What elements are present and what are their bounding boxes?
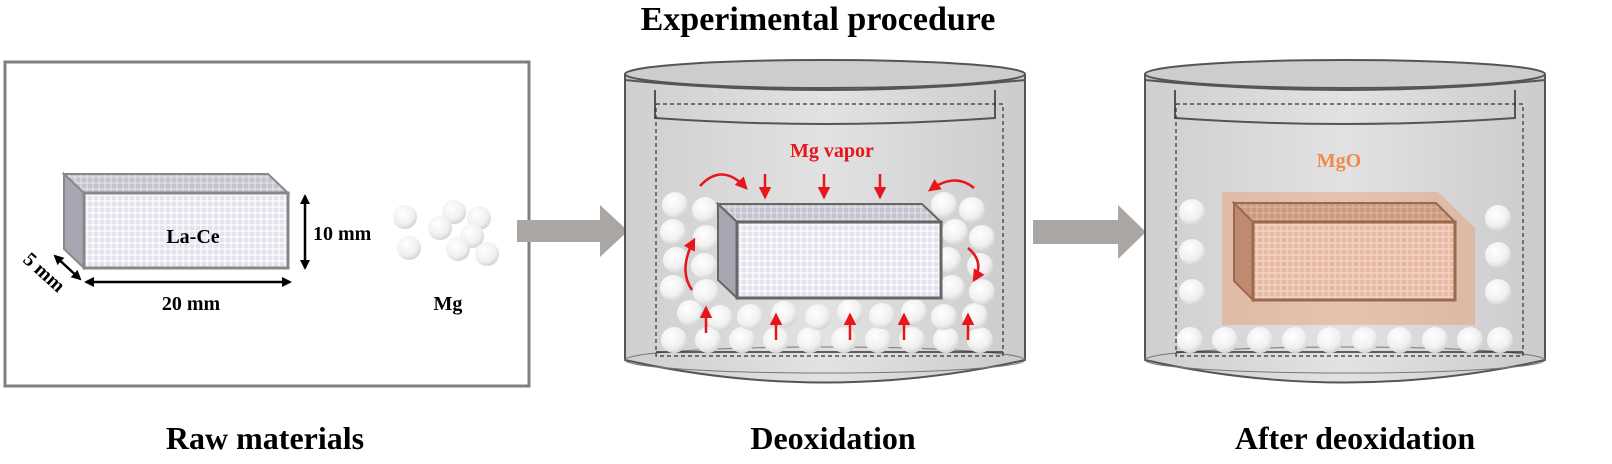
after-mg-pellets [1177, 199, 1513, 353]
height-dimension-label: 10 mm [313, 223, 372, 245]
process-arrow-2 [1033, 205, 1146, 259]
mg-pellets [393, 200, 499, 266]
mgo-label: MgO [1317, 150, 1361, 172]
deox-la-ce-block [715, 201, 944, 301]
caption-deoxidation: Deoxidation [750, 420, 916, 456]
length-dimension-label: 20 mm [162, 293, 221, 315]
oxidized-block [1231, 200, 1458, 303]
process-arrow-1 [517, 205, 628, 257]
mg-vapor-label: Mg vapor [790, 140, 874, 162]
la-ce-label: La-Ce [166, 226, 219, 248]
la-ce-block [61, 171, 291, 271]
mg-vapor-arrows [683, 173, 985, 340]
raw-materials-panel: La-Ce 10 mm 20 mm 5 mm Mg [3, 60, 531, 388]
depth-dimension-line [53, 254, 82, 281]
caption-after-deoxidation: After deoxidation [1235, 420, 1475, 456]
diagram-title: Experimental procedure [641, 1, 996, 38]
caption-raw-materials: Raw materials [166, 420, 364, 456]
mg-label: Mg [434, 293, 463, 315]
